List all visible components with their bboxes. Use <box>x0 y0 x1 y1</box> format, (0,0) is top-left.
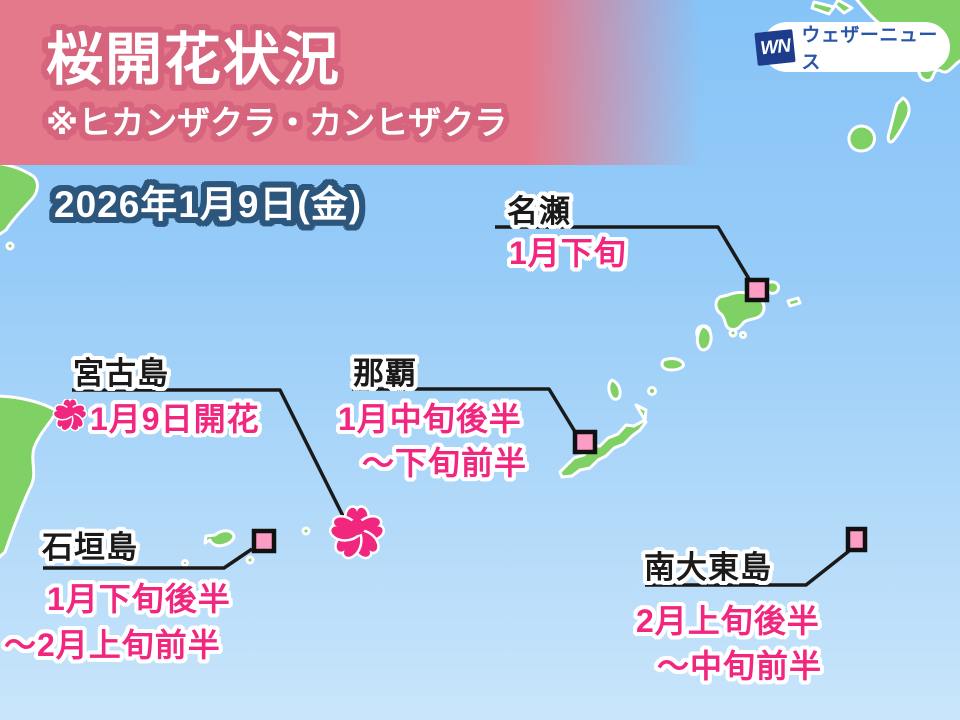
naha-marker <box>572 429 598 455</box>
minamidaito-marker <box>845 526 868 553</box>
wn-logo-icon: WN <box>754 28 796 66</box>
ishigaki-connector <box>43 547 253 570</box>
islet <box>301 526 311 536</box>
islet <box>245 555 255 565</box>
weathernews-logo: WN ウェザーニュース <box>754 22 950 73</box>
island-iheya <box>607 378 622 401</box>
forecast-ishigakijima-line2: 〜2月上旬前半 <box>4 627 221 663</box>
weathernews-logo-text: ウェザーニュース <box>801 25 938 73</box>
markers <box>251 277 868 554</box>
island-okinawa <box>558 403 648 479</box>
islet <box>647 386 657 396</box>
forecast-miyakojima-text: 1月9日開花 <box>90 401 260 437</box>
island-tokunoshima <box>695 324 713 352</box>
sakura-bloom-bullet-icon <box>52 399 88 432</box>
island-okinoerabu <box>660 357 685 372</box>
page-subtitle: ※ヒカンザクラ・カンヒザクラ <box>46 104 508 141</box>
forecast-miyakojima: 1月9日開花 <box>52 394 260 440</box>
minamidaito-connector <box>645 549 851 587</box>
miyako-connector <box>72 388 345 517</box>
location-name-miyakojima: 宮古島 <box>73 356 169 391</box>
islet <box>786 296 802 308</box>
location-name-naze: 名瀬 <box>507 194 571 229</box>
naha-connector <box>352 387 579 436</box>
naze-marker <box>744 277 770 303</box>
location-name-naha: 那覇 <box>353 356 417 391</box>
location-name-minamidaitojima: 南大東島 <box>644 550 772 585</box>
page-title: 桜開花状況 <box>46 28 341 92</box>
date-label: 2026年1月9日(金) <box>54 184 363 225</box>
forecast-minamidaitojima-line2: 〜中旬前半 <box>657 648 823 684</box>
island-miyako <box>203 529 236 548</box>
sakura-flower-icon <box>328 505 386 560</box>
location-name-ishigakijima: 石垣島 <box>42 530 138 565</box>
forecast-minamidaitojima-line1: 2月上旬後半 <box>636 603 820 639</box>
forecast-ishigakijima-line1: 1月下旬後半 <box>47 581 231 617</box>
forecast-naha-line2: 〜下旬前半 <box>362 445 528 481</box>
naze-connector <box>495 225 754 285</box>
islet <box>739 331 747 339</box>
island-taiwan <box>0 394 59 559</box>
forecast-naze: 1月下旬 <box>509 235 627 271</box>
islet <box>5 241 15 251</box>
islet <box>181 559 189 567</box>
coast-topleft <box>0 162 39 236</box>
connector-lines <box>43 225 851 587</box>
islet <box>728 328 738 338</box>
ishigaki-marker <box>251 528 277 554</box>
forecast-naha-line1: 1月中旬後半 <box>338 401 522 437</box>
